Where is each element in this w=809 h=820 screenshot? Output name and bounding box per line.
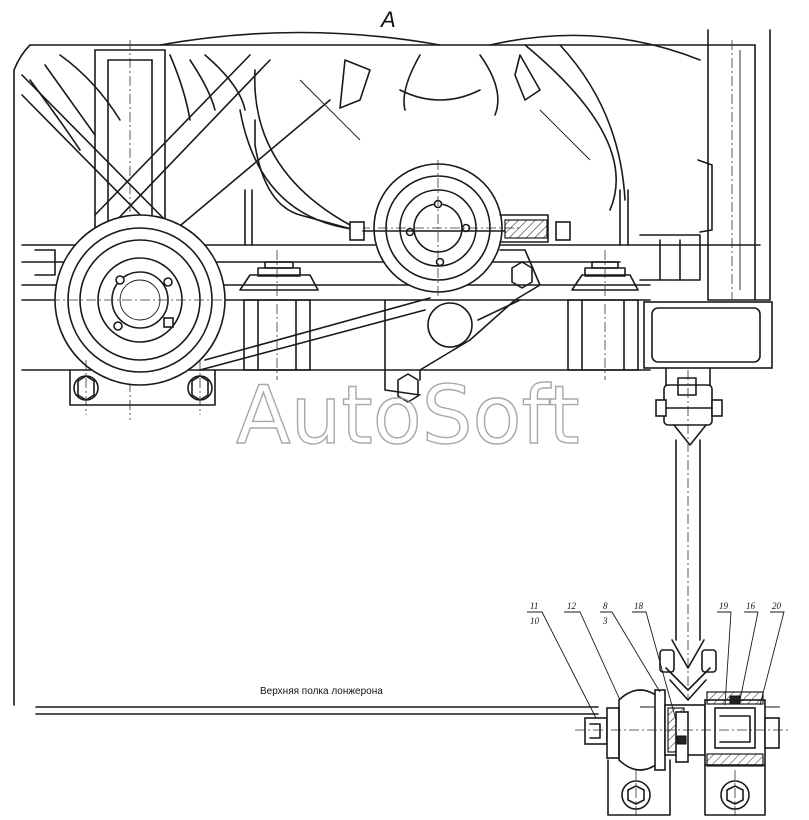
diagonal-belts (21, 54, 331, 236)
callout-12: 12 (567, 601, 577, 611)
callout-11-top: 11 (530, 601, 538, 611)
frame-outline (13, 29, 771, 706)
callout-19: 19 (719, 601, 729, 611)
callout-8-top: 8 (603, 601, 608, 611)
lower-bearing-assembly (575, 689, 790, 818)
drive-belt (199, 297, 431, 371)
idler-pulley (360, 160, 520, 300)
callout-leaders (527, 611, 785, 721)
view-label: A (379, 7, 396, 32)
connecting-rod (655, 367, 723, 701)
rubber-mount-right (567, 250, 639, 380)
callout-16: 16 (746, 601, 756, 611)
callout-20: 20 (772, 601, 782, 611)
callout-11: 11 10 (530, 601, 540, 626)
callout-11-bottom: 10 (530, 616, 540, 626)
watermark-text: AutoSoft (236, 369, 580, 462)
callout-18: 18 (634, 601, 644, 611)
left-pulley-bracket (69, 360, 216, 415)
callout-8: 8 3 (602, 601, 608, 626)
left-pulley (50, 214, 230, 386)
drum-wheel (29, 31, 701, 231)
callout-8-bottom: 3 (602, 616, 608, 626)
spar-flange-annotation: Верхняя полка лонжерона (260, 686, 383, 697)
tensioner-assembly (349, 214, 571, 403)
rubber-mount-left (239, 250, 319, 380)
right-box-section (643, 301, 773, 369)
